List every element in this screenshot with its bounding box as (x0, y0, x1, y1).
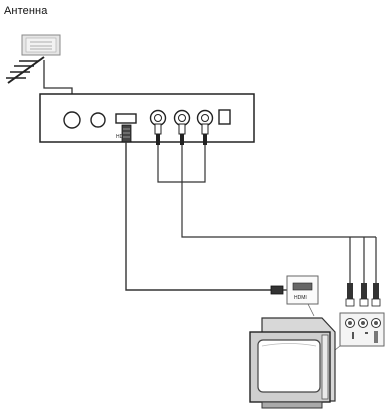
antenna-label: Антенна (4, 5, 48, 17)
hdmi-plug-tv (270, 285, 288, 295)
callout-line-hdmi (307, 303, 315, 317)
antenna-in-port (63, 111, 81, 129)
hdmi-plug-receiver (121, 124, 132, 143)
receiver-box: HDMI (39, 93, 255, 143)
loop-out-port (90, 112, 106, 128)
rca-plugs-tv (345, 283, 381, 307)
antenna-icon (6, 34, 61, 84)
tv-hdmi-panel: HDMI (286, 275, 319, 305)
hdmi-cable (125, 142, 272, 291)
hdmi-port (115, 113, 137, 124)
tv-rca-panel (339, 312, 385, 347)
rca-cable (157, 145, 377, 283)
power-socket (218, 109, 231, 125)
rca-plugs-receiver (154, 123, 209, 145)
tv-hdmi-text: HDMI (294, 295, 307, 301)
tv-icon (249, 317, 336, 409)
